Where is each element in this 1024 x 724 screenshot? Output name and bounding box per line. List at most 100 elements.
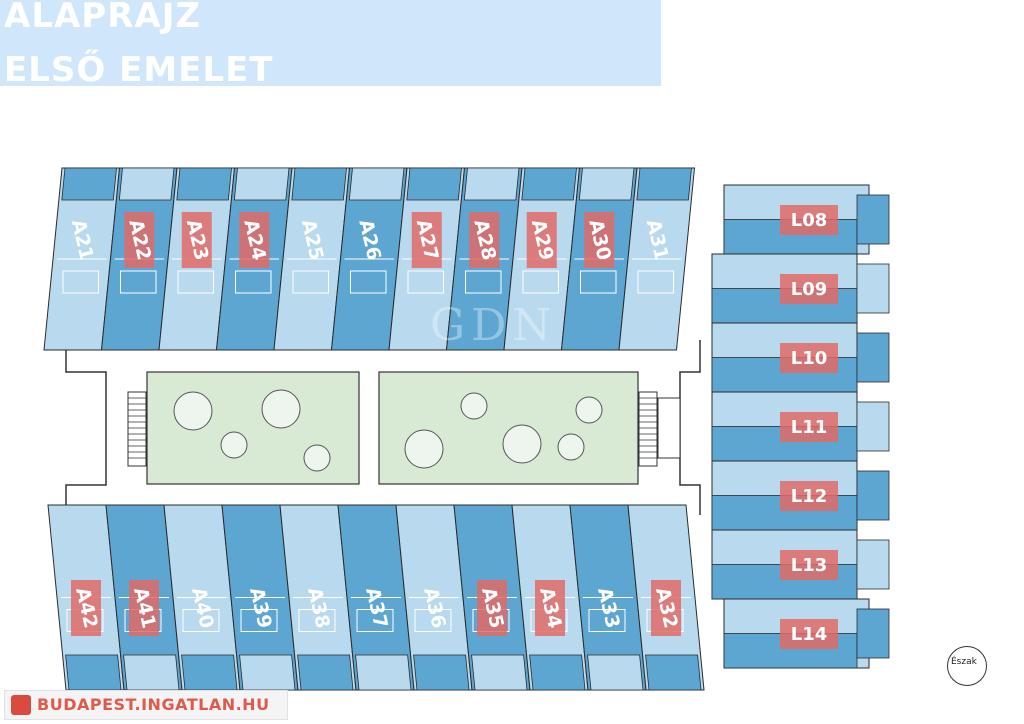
unit-highlight xyxy=(181,212,212,268)
apartment-unit-a28[interactable]: A28 xyxy=(445,167,523,351)
apartment-unit-a31[interactable]: A31 xyxy=(618,167,696,351)
apartment-unit-a27[interactable]: A27 xyxy=(388,167,466,351)
unit-highlight xyxy=(780,619,838,649)
unit-label: L09 xyxy=(791,279,828,300)
unit-balcony xyxy=(856,194,890,245)
tree-icon xyxy=(173,391,213,431)
unit-balcony xyxy=(176,167,232,201)
apartment-unit-a35[interactable]: A35 xyxy=(453,504,531,691)
apartment-unit-a24[interactable]: A24 xyxy=(215,167,293,351)
unit-balcony xyxy=(61,167,117,201)
unit-highlight xyxy=(71,580,101,636)
apartment-unit-a42[interactable]: A42 xyxy=(47,504,125,691)
unit-balcony xyxy=(856,332,890,383)
apartment-unit-l12[interactable]: L12 xyxy=(711,460,890,531)
apartment-unit-a38[interactable]: A38 xyxy=(279,504,357,691)
unit-balcony xyxy=(65,654,122,691)
unit-balcony xyxy=(856,608,890,659)
unit-room xyxy=(298,609,336,632)
unit-room xyxy=(414,609,452,632)
apartment-unit-a36[interactable]: A36 xyxy=(395,504,473,691)
unit-balcony xyxy=(348,167,405,201)
courtyard-garden-left xyxy=(146,371,360,485)
unit-highlight xyxy=(526,212,557,268)
apartment-unit-a21[interactable]: A21 xyxy=(43,167,121,351)
unit-room xyxy=(407,270,444,294)
unit-room xyxy=(637,270,674,294)
footer-brand[interactable]: BUDAPEST.INGATLAN.HU xyxy=(4,690,288,720)
unit-balcony xyxy=(297,654,354,691)
unit-highlight xyxy=(535,580,565,636)
unit-label: L14 xyxy=(791,624,828,645)
unit-highlight xyxy=(780,343,838,373)
unit-balcony xyxy=(233,167,290,201)
unit-label: L11 xyxy=(791,417,828,438)
unit-balcony xyxy=(578,167,635,201)
unit-balcony xyxy=(118,167,175,201)
unit-room xyxy=(235,270,272,294)
unit-highlight xyxy=(129,580,159,636)
unit-room xyxy=(182,609,220,632)
unit-balcony xyxy=(856,470,890,521)
apartment-unit-l10[interactable]: L10 xyxy=(711,322,890,393)
unit-highlight xyxy=(469,212,500,268)
apartment-unit-l09[interactable]: L09 xyxy=(711,253,890,324)
unit-highlight xyxy=(780,550,838,580)
unit-balcony xyxy=(463,167,520,201)
unit-balcony xyxy=(413,654,470,691)
watermark-text: GDN xyxy=(430,300,557,351)
corridor-outline xyxy=(65,350,107,505)
compass-north-icon xyxy=(947,646,987,686)
unit-room xyxy=(350,270,387,294)
apartment-unit-a39[interactable]: A39 xyxy=(221,504,299,691)
apartment-unit-a23[interactable]: A23 xyxy=(158,167,236,351)
unit-balcony xyxy=(856,539,890,590)
unit-highlight xyxy=(124,212,155,268)
apartment-unit-l11[interactable]: L11 xyxy=(711,391,890,462)
apartment-unit-a33[interactable]: A33 xyxy=(569,504,647,691)
unit-room xyxy=(62,270,99,294)
apartment-unit-a41[interactable]: A41 xyxy=(105,504,183,691)
apartment-unit-l13[interactable]: L13 xyxy=(711,529,890,600)
apartment-unit-l14[interactable]: L14 xyxy=(723,598,890,669)
stairs-left-icon xyxy=(127,391,147,467)
tree-icon xyxy=(575,396,603,424)
apartment-unit-a30[interactable]: A30 xyxy=(560,167,638,351)
unit-highlight xyxy=(780,205,838,235)
apartment-unit-l08[interactable]: L08 xyxy=(723,184,890,255)
unit-room xyxy=(356,609,394,632)
apartment-unit-a26[interactable]: A26 xyxy=(330,167,408,351)
unit-highlight xyxy=(780,274,838,304)
title-line-1: ALAPRAJZ xyxy=(4,0,202,36)
unit-room xyxy=(177,270,214,294)
unit-balcony xyxy=(239,654,296,691)
unit-label: L13 xyxy=(791,555,828,576)
apartment-unit-a40[interactable]: A40 xyxy=(163,504,241,691)
title-band: ALAPRAJZ ELSŐ EMELET xyxy=(0,0,661,90)
apartment-unit-a32[interactable]: A32 xyxy=(627,504,705,691)
apartment-unit-a34[interactable]: A34 xyxy=(511,504,589,691)
unit-balcony xyxy=(123,654,180,691)
tree-icon xyxy=(557,433,585,461)
unit-room xyxy=(465,270,502,294)
title-line-2: ELSŐ EMELET xyxy=(4,50,274,90)
apartment-unit-a25[interactable]: A25 xyxy=(273,167,351,351)
unit-balcony xyxy=(587,654,644,691)
unit-highlight xyxy=(411,212,442,268)
unit-room xyxy=(292,270,329,294)
unit-room xyxy=(240,609,278,632)
compass-label: Észak xyxy=(951,657,977,667)
unit-highlight xyxy=(239,212,270,268)
tree-icon xyxy=(404,429,444,469)
unit-room xyxy=(580,270,617,294)
unit-highlight xyxy=(584,212,615,268)
unit-highlight xyxy=(780,412,838,442)
unit-balcony xyxy=(529,654,586,691)
tree-icon xyxy=(261,389,301,429)
unit-balcony xyxy=(521,167,577,201)
apartment-unit-a29[interactable]: A29 xyxy=(503,167,581,351)
unit-room xyxy=(120,270,157,294)
